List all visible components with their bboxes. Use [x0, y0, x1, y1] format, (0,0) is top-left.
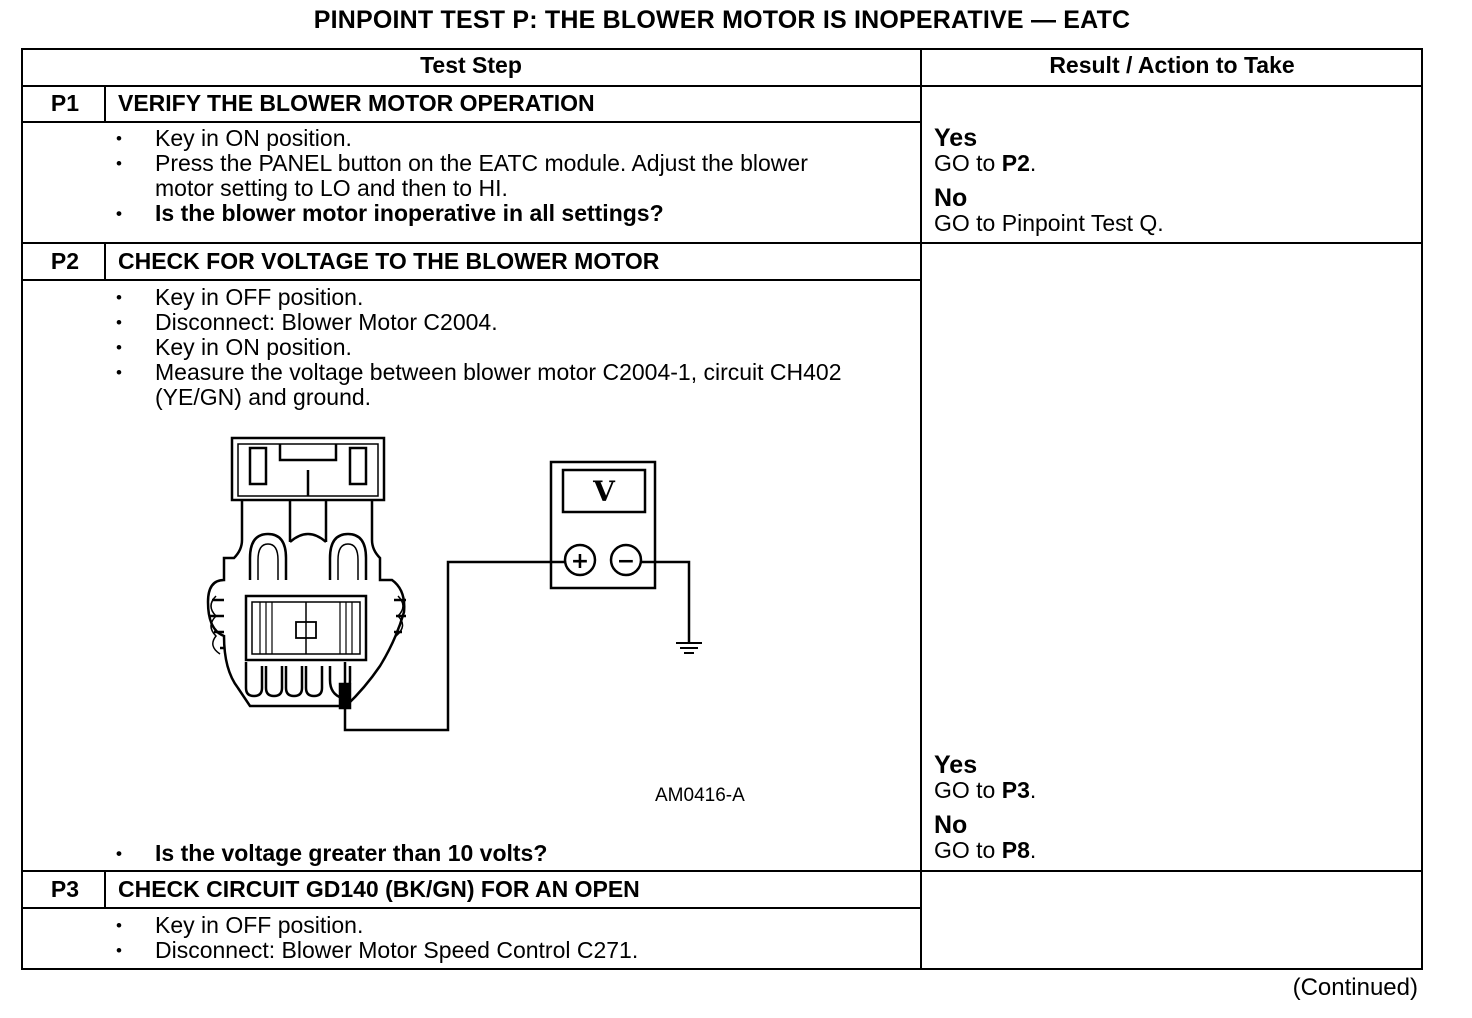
table-border-right [1421, 48, 1423, 970]
figure-id: AM0416-A [655, 785, 745, 806]
step-id-p2: P2 [50, 248, 80, 274]
table-border-left [21, 48, 23, 970]
step-title-p2: CHECK FOR VOLTAGE TO THE BLOWER MOTOR [118, 248, 660, 274]
step-bullets-p2: Key in OFF position. Disconnect: Blower … [112, 285, 915, 410]
voltmeter-icon [549, 460, 657, 590]
result-action: GO to P3. [934, 777, 1037, 803]
result-answer: No [934, 184, 968, 212]
header-test-step: Test Step [420, 52, 522, 78]
list-item: Disconnect: Blower Motor Speed Control C… [112, 938, 915, 964]
page-title: PINPOINT TEST P: THE BLOWER MOTOR IS INO… [313, 6, 1131, 34]
result-answer: No [934, 811, 968, 839]
plus-terminal: + [571, 549, 589, 574]
ground-icon [676, 638, 702, 654]
blower-motor-connector-icon [206, 436, 406, 710]
minus-terminal: − [617, 549, 635, 574]
list-item: Disconnect: Blower Motor C2004. [112, 310, 915, 336]
p2-row-divider [21, 242, 1423, 244]
step-bullets-p1: Key in ON position. Press the PANEL butt… [112, 126, 915, 227]
header-divider [21, 85, 1423, 87]
list-item: Measure the voltage between blower motor… [112, 360, 845, 410]
list-item: Key in OFF position. [112, 285, 915, 311]
result-answer: Yes [934, 751, 978, 779]
result-action: GO to P8. [934, 837, 1037, 863]
p3-id-divider [104, 870, 106, 908]
p1-id-divider [104, 85, 106, 122]
list-item: Is the voltage greater than 10 volts? [112, 841, 915, 867]
meter-label: V [592, 475, 616, 508]
result-p1: Yes GO to P2. No GO to Pinpoint Test Q. [934, 126, 1164, 236]
p1-title-divider [21, 121, 921, 123]
result-action: GO to Pinpoint Test Q. [934, 210, 1164, 236]
step-id-p1: P1 [50, 90, 80, 116]
step-title-p1: VERIFY THE BLOWER MOTOR OPERATION [118, 90, 595, 116]
continued-label: (Continued) [1292, 974, 1418, 1001]
result-answer: Yes [934, 124, 978, 152]
p3-title-divider [21, 907, 921, 909]
column-divider [920, 48, 922, 970]
result-action: GO to P2. [934, 150, 1037, 176]
list-item: Is the blower motor inoperative in all s… [112, 201, 915, 227]
p3-row-divider [21, 870, 1423, 872]
voltmeter-connector-diagram: V + − [206, 436, 702, 732]
step-bullets-p3: Key in OFF position. Disconnect: Blower … [112, 913, 915, 964]
list-item: Key in ON position. [112, 335, 915, 361]
p2-title-divider [21, 279, 921, 281]
step-title-p3: CHECK CIRCUIT GD140 (BK/GN) FOR AN OPEN [118, 876, 640, 902]
table-border-bottom [21, 968, 1423, 970]
list-item: Press the PANEL button on the EATC modul… [112, 151, 845, 201]
list-item: Key in OFF position. [112, 913, 915, 939]
step-id-p3: P3 [50, 876, 80, 902]
p2-id-divider [104, 242, 106, 280]
result-p2: Yes GO to P3. No GO to P8. [934, 753, 1036, 863]
list-item: Key in ON position. [112, 126, 915, 152]
table-border-top [21, 48, 1423, 50]
header-result: Result / Action to Take [1049, 52, 1295, 78]
step-final-question-p2: Is the voltage greater than 10 volts? [112, 841, 915, 867]
